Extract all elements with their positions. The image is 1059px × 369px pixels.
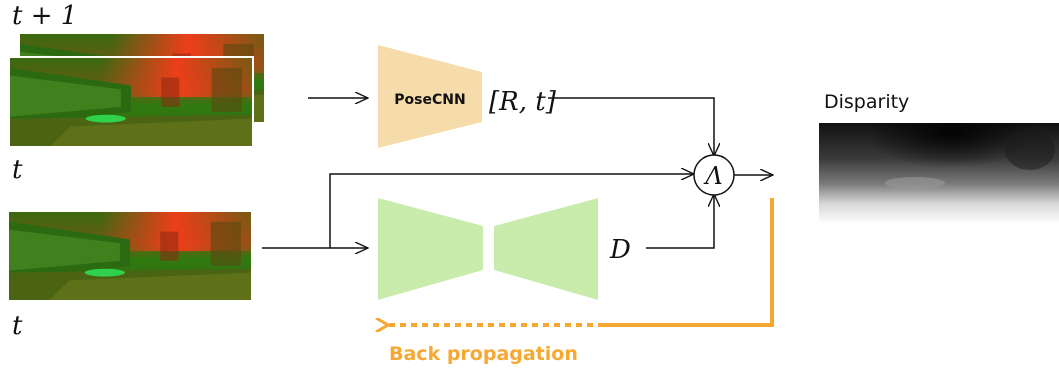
arrow-frame-to-lambda	[329, 174, 694, 248]
arrow-depth-to-lambda	[646, 194, 714, 249]
depth-output-label: D	[609, 235, 631, 265]
input-frame-t-top	[8, 56, 254, 148]
pose-output-label: [R, t]	[489, 87, 557, 117]
disparity-map	[819, 123, 1059, 224]
label-t-plus-1: t + 1	[12, 1, 77, 31]
disparity-label: Disparity	[824, 91, 909, 113]
backprop-label: Back propagation	[389, 343, 578, 365]
input-frame-t-bottom	[9, 212, 251, 300]
depthnet-block	[378, 198, 598, 300]
arrow-pose-to-lambda	[548, 97, 714, 156]
depthnet-encoder	[378, 198, 483, 300]
backprop-path	[388, 198, 774, 325]
label-t-top: t	[12, 155, 23, 185]
label-t-bottom: t	[12, 311, 23, 341]
lambda-symbol: Λ	[703, 162, 722, 190]
depthnet-decoder	[494, 198, 598, 300]
posecnn-label: PoseCNN	[394, 92, 465, 108]
posecnn-block	[378, 45, 482, 148]
